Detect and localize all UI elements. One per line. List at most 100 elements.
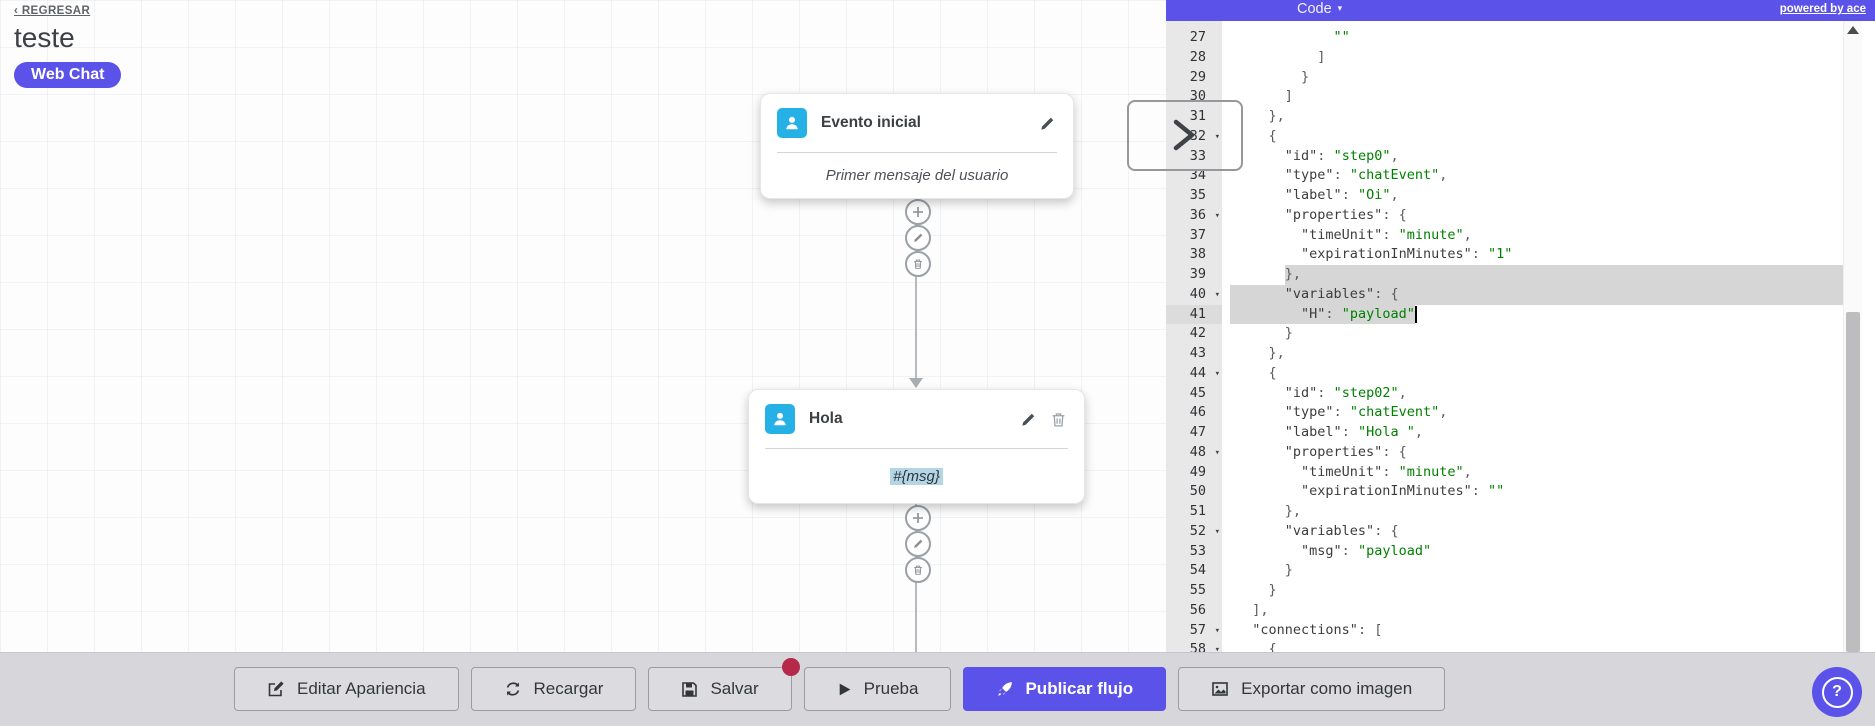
code-mode-dropdown[interactable]: Code▾ [1297,1,1343,17]
gutter-line-number: 49 [1189,463,1206,480]
code-line[interactable]: "connections": [ [1252,621,1383,638]
code-line[interactable]: "id": "step0", [1284,147,1399,164]
save-button[interactable]: Salvar [648,658,800,711]
code-line[interactable]: "properties": { [1284,443,1407,460]
channel-badge: Web Chat [14,62,122,88]
node-divider [777,152,1057,153]
code-line[interactable]: "label": "Hola ", [1284,424,1423,440]
export-image-button[interactable]: Exportar como imagen [1178,667,1446,711]
code-line[interactable]: }, [1222,265,1843,285]
code-line[interactable]: }, [1268,345,1285,361]
edit-connection-button[interactable] [905,531,931,557]
code-line[interactable]: "id": "step02", [1284,384,1407,401]
user-icon [777,108,807,138]
gutter-line-number[interactable]: 40▾ [1166,285,1222,305]
code-line[interactable]: "msg": "payload" [1301,542,1432,559]
code-lines[interactable]: "" ] } ] }, { "id": "step0", "type": "ch… [1222,21,1843,652]
code-line[interactable]: } [1284,562,1293,579]
node-title: Evento inicial [821,114,921,131]
node-body-text: #{msg} [890,467,943,485]
code-line[interactable]: } [1284,325,1293,342]
pencil-icon [1041,117,1054,130]
gutter-line-number: 41 [1166,304,1222,325]
code-line[interactable]: "variables": { [1284,522,1399,539]
code-line[interactable]: "H": "payload" [1222,304,1843,325]
edit-connection-button[interactable] [905,225,931,251]
gutter-line-number[interactable]: 44▾ [1166,364,1222,384]
gutter-line-number[interactable]: 58▾ [1166,640,1222,652]
code-line[interactable]: }, [1268,108,1285,124]
fold-arrow-icon: ▾ [1214,368,1220,379]
code-line[interactable]: "expirationInMinutes": "1" [1301,246,1513,263]
code-line[interactable]: "expirationInMinutes": "" [1301,483,1505,500]
question-mark-icon: ? [1821,676,1853,708]
delete-connection-button[interactable] [905,251,931,277]
gutter-line-number: 51 [1189,503,1206,519]
code-line[interactable]: "type": "chatEvent", [1284,167,1448,184]
gutter-line-number[interactable]: 57▾ [1166,621,1222,641]
code-line[interactable]: } [1268,582,1277,598]
add-step-button[interactable] [905,505,931,531]
code-line[interactable]: "type": "chatEvent", [1284,404,1448,421]
edit-node-button[interactable] [1039,114,1057,132]
edit-square-icon [268,681,284,697]
help-button[interactable]: ? [1812,667,1862,717]
fold-arrow-icon: ▾ [1214,526,1220,537]
plus-icon [913,207,923,217]
code-line[interactable]: { [1268,127,1277,144]
code-line[interactable]: } [1301,68,1310,85]
gutter-line-number: 45 [1189,384,1206,401]
code-line[interactable]: "" [1333,29,1350,45]
test-button[interactable]: Prueba [803,667,952,711]
trash-icon [1052,412,1065,427]
scroll-up-arrow-icon[interactable] [1847,26,1859,34]
gutter-line-number: 55 [1189,582,1206,598]
delete-connection-button[interactable] [905,557,931,583]
scrollbar-thumb[interactable] [1846,312,1860,652]
code-line[interactable]: "timeUnit": "minute", [1301,463,1472,480]
publish-flow-button[interactable]: Publicar flujo [963,667,1167,711]
code-line[interactable]: }, [1284,503,1302,519]
node-title: Hola [809,410,843,427]
vertical-scrollbar[interactable] [1843,21,1862,652]
node-hola[interactable]: Hola #{msg} [748,389,1085,504]
code-line[interactable]: "timeUnit": "minute", [1301,226,1472,243]
gutter-line-number: 34 [1189,167,1206,184]
node-evento-inicial[interactable]: Evento inicial Primer mensaje del usuari… [760,93,1074,199]
fold-chevron-icon[interactable] [1170,118,1198,157]
fold-arrow-icon: ▾ [1214,447,1220,458]
gutter-line-number[interactable]: 32▾ [1166,127,1222,147]
code-line[interactable]: ] [1317,48,1326,65]
fold-arrow-icon: ▾ [1214,645,1220,652]
gutter-line-number: 27 [1189,29,1206,45]
powered-by-ace-link[interactable]: powered by ace [1779,3,1866,15]
delete-node-button[interactable] [1050,410,1068,428]
text-selection [1230,284,1843,305]
gutter-line-number: 43 [1189,345,1206,361]
code-line[interactable]: ], [1252,601,1269,618]
code-line[interactable]: "properties": { [1284,206,1407,223]
refresh-icon [506,682,519,696]
code-line[interactable]: { [1268,364,1277,381]
button-label: Recargar [533,679,604,698]
fold-widget-box [1127,100,1243,171]
add-step-button[interactable] [905,199,931,225]
gutter-line-number[interactable]: 36▾ [1166,206,1222,226]
code-line[interactable]: { [1268,641,1277,652]
edit-node-button[interactable] [1020,410,1038,428]
edit-appearance-button[interactable]: Editar Apariencia [234,667,459,711]
code-line[interactable]: "label": "Oi", [1284,187,1399,203]
gutter-line-number: 35 [1189,187,1206,203]
gutter-line-number[interactable]: 52▾ [1166,522,1222,542]
text-cursor [1414,305,1417,323]
back-link[interactable]: ‹ REGRESAR [14,5,91,17]
reload-button[interactable]: Recargar [470,667,637,711]
gutter-line-number[interactable]: 48▾ [1166,443,1222,463]
code-line[interactable]: ] [1284,88,1293,105]
code-line[interactable]: "variables": { [1222,284,1843,305]
bottom-toolbar: Editar Apariencia Recargar Salvar Prueba… [0,652,1875,726]
gutter-line-number: 31 [1189,108,1206,124]
gutter-line-number: 53 [1189,542,1206,559]
